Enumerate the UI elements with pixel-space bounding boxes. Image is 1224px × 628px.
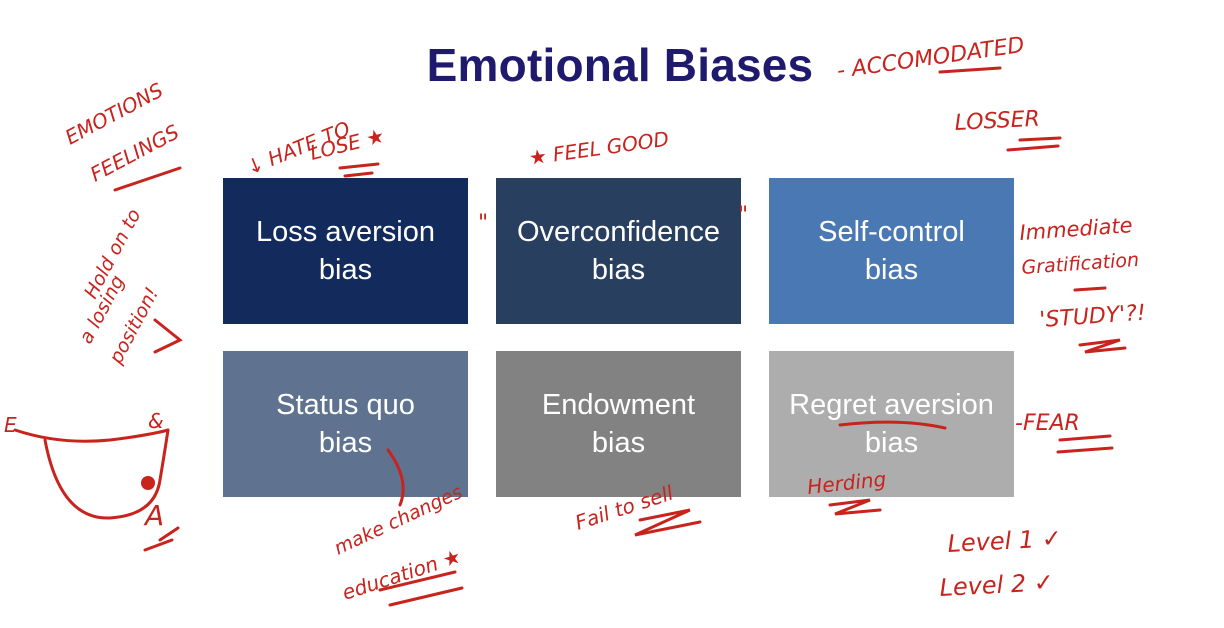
underline-mark xyxy=(343,171,374,178)
box-label-line2: bias xyxy=(591,254,646,286)
study-note: 'STUDY'?! xyxy=(1039,301,1147,333)
underline-mark xyxy=(828,498,882,516)
graph-a-label: A xyxy=(143,499,164,532)
box-label-line1: Regret aversion xyxy=(789,389,994,421)
underline-mark xyxy=(113,166,182,192)
education-note: education ★ xyxy=(339,544,464,605)
hate-to-note: ↓ HATE TO xyxy=(243,116,354,179)
fear-note: -FEAR xyxy=(1015,411,1080,436)
underline-mark xyxy=(1073,286,1107,292)
box-label-line1: Endowment xyxy=(541,389,696,421)
loss-aversion-bias-box: Loss aversion bias xyxy=(223,178,468,324)
graph-curve xyxy=(43,428,170,520)
graph-point xyxy=(141,476,155,490)
underline-mark xyxy=(1018,136,1062,142)
underline-mark xyxy=(388,586,464,607)
feelings-note: FEELINGS xyxy=(86,120,183,187)
lose-note: LOSE ★ xyxy=(307,123,386,165)
losser-note: LOSSER xyxy=(954,107,1040,136)
level-2-note: Level 2 ✓ xyxy=(939,568,1055,602)
box-label-line2: bias xyxy=(591,427,646,459)
gratification-note: Gratification xyxy=(1021,249,1140,279)
underline-mark xyxy=(1078,338,1127,354)
status-quo-bias-box: Status quo bias xyxy=(223,351,468,497)
graph-left-label: E xyxy=(4,413,17,437)
underline-mark xyxy=(158,526,180,542)
self-control-bias-box: Self-control bias xyxy=(769,178,1014,324)
underline-mark xyxy=(1006,144,1060,152)
box-label-line1: Loss aversion xyxy=(256,216,435,248)
box-label-line2: bias xyxy=(864,427,919,459)
hold-on-note: Hold on to xyxy=(80,205,145,302)
box-label-line1: Status quo xyxy=(276,389,415,421)
immediate-note: Immediate xyxy=(1019,213,1134,245)
feel-good-note: ★ FEEL GOOD xyxy=(527,127,670,170)
underline-mark xyxy=(153,318,183,354)
underline-mark xyxy=(634,508,702,537)
underline-mark xyxy=(338,162,380,170)
underline-mark xyxy=(378,570,457,592)
level-1-note: Level 1 ✓ xyxy=(947,524,1063,558)
box-label-line1: Self-control xyxy=(818,216,965,248)
position-note: position! xyxy=(105,284,164,368)
box-label-line1: Overconfidence xyxy=(516,216,721,248)
graph-line xyxy=(13,428,170,443)
underline-mark xyxy=(1056,446,1114,454)
graph-right-label: & xyxy=(148,409,164,433)
overconfidence-bias-box: Overconfidence bias xyxy=(496,178,741,324)
slide-title: Emotional Biases xyxy=(426,39,814,91)
losing-note: a losing xyxy=(75,272,129,348)
underline-mark xyxy=(1058,434,1112,442)
regret-aversion-bias-box: Regret aversion bias xyxy=(769,351,1014,497)
box-label-line2: bias xyxy=(318,254,373,286)
underline-mark xyxy=(143,538,174,552)
endowment-bias-box: Endowment bias xyxy=(496,351,741,497)
quote-open-mark: " xyxy=(478,211,488,236)
box-label-line2: bias xyxy=(318,427,373,459)
box-label-line2: bias xyxy=(864,254,919,286)
